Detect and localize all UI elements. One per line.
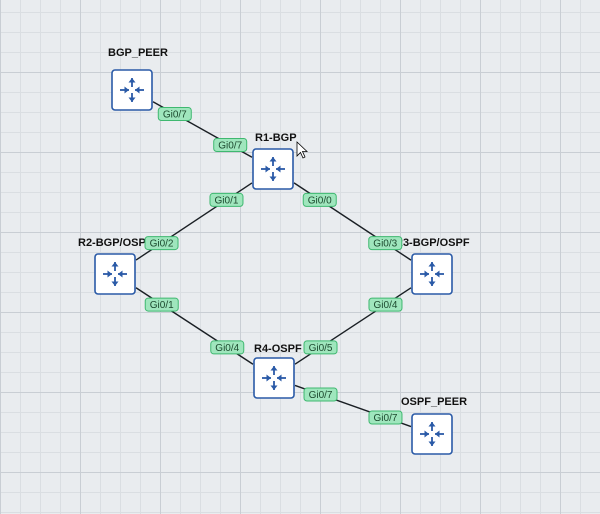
nodes-layer: BGP_PEER R1-BGP R2-BGP/OSPF R3-BGP/OSPF R4-O… <box>78 47 470 455</box>
port-label-text: Gi0/1 <box>215 195 239 206</box>
port-label-text: Gi0/5 <box>309 343 333 354</box>
port-label-ospf_peer: Gi0/7 <box>368 410 403 425</box>
port-label-box <box>144 297 179 312</box>
port-label-r4: Gi0/5 <box>303 340 338 355</box>
port-label-box <box>157 106 192 121</box>
port-label-box <box>303 387 338 402</box>
port-label-r1: Gi0/1 <box>209 192 244 207</box>
node-box[interactable] <box>411 253 453 295</box>
port-label-text: Gi0/4 <box>215 343 239 354</box>
node-label: R3-BGP/OSPF <box>395 237 470 249</box>
port-label-box <box>209 192 244 207</box>
port-label-text: Gi0/2 <box>150 239 174 250</box>
node-r4[interactable]: R4-OSPF <box>253 343 302 399</box>
port-label-box <box>368 410 403 425</box>
port-label-r2: Gi0/2 <box>144 236 179 251</box>
port-label-r3: Gi0/4 <box>368 297 403 312</box>
port-label-r1: Gi0/7 <box>213 138 248 153</box>
router-icon <box>420 262 444 286</box>
port-label-text: Gi0/0 <box>308 195 332 206</box>
port-label-text: Gi0/1 <box>150 300 174 311</box>
port-label-box <box>368 297 403 312</box>
port-label-text: Gi0/4 <box>374 300 398 311</box>
ports-layer: Gi0/7Gi0/7Gi0/1Gi0/2Gi0/0Gi0/3Gi0/1Gi0/4… <box>144 106 403 425</box>
port-label-r4: Gi0/4 <box>210 340 245 355</box>
port-label-box <box>213 138 248 153</box>
mouse-cursor-icon <box>296 141 309 159</box>
port-label-box <box>302 192 337 207</box>
port-label-r4: Gi0/7 <box>303 387 338 402</box>
router-icon <box>262 366 286 390</box>
node-box[interactable] <box>252 148 294 190</box>
port-label-text: Gi0/7 <box>218 141 242 152</box>
port-label-text: Gi0/7 <box>163 109 187 120</box>
port-label-text: Gi0/3 <box>373 239 397 250</box>
node-box[interactable] <box>94 253 136 295</box>
port-label-box <box>303 340 338 355</box>
node-label: R2-BGP/OSPF <box>78 237 153 249</box>
node-ospf_peer[interactable]: OSPF_PEER <box>401 396 467 455</box>
node-box[interactable] <box>253 357 295 399</box>
node-box[interactable] <box>411 413 453 455</box>
port-label-r1: Gi0/0 <box>302 192 337 207</box>
router-icon <box>120 78 144 102</box>
node-label: R4-OSPF <box>254 343 302 355</box>
router-icon <box>261 157 285 181</box>
port-label-r2: Gi0/1 <box>144 297 179 312</box>
port-label-box <box>144 236 179 251</box>
node-r1[interactable]: R1-BGP <box>252 132 297 190</box>
port-label-text: Gi0/7 <box>374 413 398 424</box>
node-label: OSPF_PEER <box>401 396 467 408</box>
node-r2[interactable]: R2-BGP/OSPF <box>78 237 153 295</box>
port-label-r3: Gi0/3 <box>368 236 403 251</box>
node-r3[interactable]: R3-BGP/OSPF <box>395 237 470 295</box>
port-label-box <box>368 236 403 251</box>
node-label: R1-BGP <box>255 132 297 144</box>
node-label: BGP_PEER <box>108 47 168 59</box>
node-bgp_peer[interactable]: BGP_PEER <box>108 47 168 111</box>
router-icon <box>103 262 127 286</box>
port-label-text: Gi0/7 <box>309 390 333 401</box>
router-icon <box>420 422 444 446</box>
node-box[interactable] <box>111 69 153 111</box>
port-label-box <box>210 340 245 355</box>
port-label-bgp_peer: Gi0/7 <box>157 106 192 121</box>
